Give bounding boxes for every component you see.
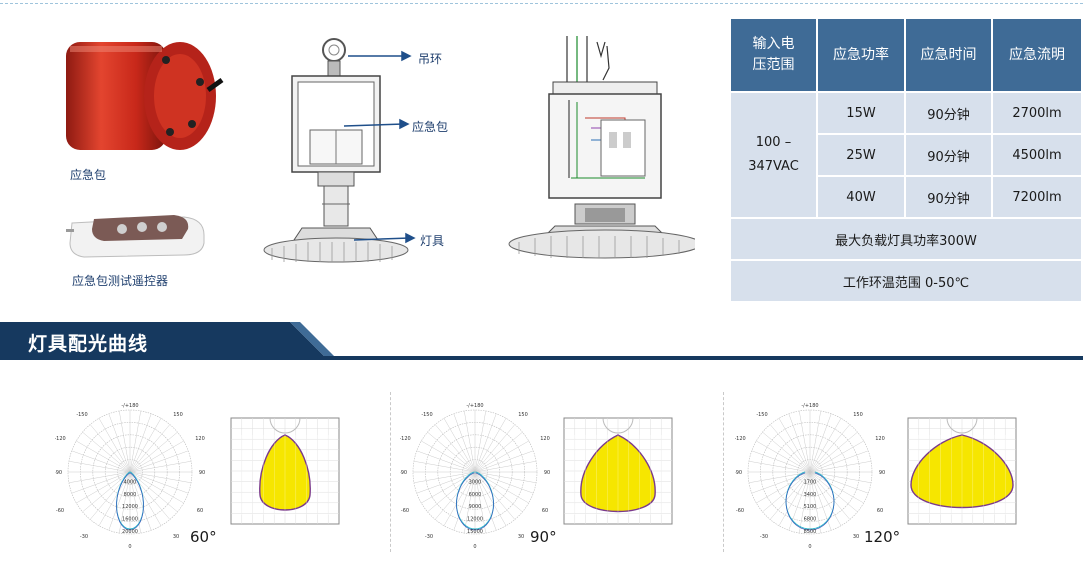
remote-control-caption: 应急包测试遥控器: [72, 274, 169, 288]
polar-radial-label: 9000: [469, 504, 482, 510]
polar-angle-label: 0: [473, 544, 476, 550]
polar-angle-label: -120: [400, 436, 411, 442]
top-dotted-border: [0, 3, 1083, 4]
emergency-pack-caption: 应急包: [70, 168, 107, 182]
section-header-band: [0, 322, 338, 360]
header-emergency-time: 应急时间: [904, 17, 993, 93]
polar-angle-label: -90: [400, 470, 407, 476]
beam-angle-label: 90°: [530, 528, 557, 546]
wiring-diagram-drawing: [508, 36, 695, 259]
polar-top-label: -/+180: [801, 403, 818, 409]
cell-time: 90分钟: [904, 175, 993, 219]
curve-separator: [390, 392, 391, 552]
fixture-assembly-drawing: [263, 38, 409, 263]
curve-separator: [723, 392, 724, 552]
callout-pack-label: 应急包: [412, 120, 449, 134]
polar-radial-label: 1700: [804, 479, 817, 485]
polar-angle-label: -150: [756, 412, 767, 418]
polar-diagram: -/+180 -150 150 -120 120 -90 90 -60 60 -30 30 0 4000…: [55, 403, 205, 550]
cell-max-load: 最大负载灯具功率300W: [729, 217, 1083, 261]
polar-angle-label: -60: [736, 508, 744, 514]
polar-radial-label: 8500: [804, 529, 817, 535]
cell-time: 90分钟: [904, 133, 993, 177]
polar-angle-label: 60: [542, 508, 548, 514]
polar-angle-label: 30: [518, 534, 524, 540]
spec-table: 输入电压范围 应急功率 应急时间 应急流明 100 –347VAC 15W 90…: [729, 17, 1083, 303]
polar-radial-label: 15000: [467, 529, 483, 535]
cell-power: 40W: [816, 175, 906, 219]
illuminance-map: [907, 417, 1017, 525]
polar-radial-label: 12000: [122, 504, 138, 510]
polar-radial-label: 16000: [122, 517, 138, 523]
cell-lumen: 4500lm: [991, 133, 1083, 177]
intensity-curve: [116, 471, 144, 530]
cell-power: 25W: [816, 133, 906, 177]
emergency-pack-image: [66, 42, 224, 150]
polar-angle-label: -120: [55, 436, 66, 442]
polar-angle-label: 90: [879, 470, 885, 476]
polar-angle-label: 150: [518, 412, 528, 418]
polar-angle-label: 90: [544, 470, 550, 476]
polar-radial-label: 3400: [804, 492, 817, 498]
section-underline: [0, 356, 1083, 360]
polar-angle-label: 90: [199, 470, 205, 476]
beam-angle-label: 60°: [190, 528, 217, 546]
polar-angle-label: 120: [540, 436, 550, 442]
polar-top-label: -/+180: [466, 403, 483, 409]
polar-angle-label: 30: [173, 534, 179, 540]
polar-angle-label: -150: [76, 412, 87, 418]
intensity-curve: [785, 471, 835, 530]
polar-radial-label: 8000: [124, 492, 137, 498]
polar-angle-label: -90: [735, 470, 742, 476]
polar-angle-label: 30: [853, 534, 859, 540]
cell-temperature-range: 工作环温范围 0-50℃: [729, 259, 1083, 303]
polar-angle-label: 120: [195, 436, 205, 442]
cell-lumen: 2700lm: [991, 91, 1083, 135]
cell-voltage-range: 100 –347VAC: [729, 91, 818, 219]
polar-angle-label: -120: [735, 436, 746, 442]
section-title: 灯具配光曲线: [28, 333, 149, 355]
intensity-curve: [455, 471, 495, 530]
header-emergency-lumen: 应急流明: [991, 17, 1083, 93]
polar-angle-label: 120: [875, 436, 885, 442]
polar-angle-label: -60: [56, 508, 64, 514]
polar-angle-label: 60: [197, 508, 203, 514]
remote-control-image: [66, 215, 205, 258]
polar-angle-label: -30: [425, 534, 433, 540]
polar-angle-label: 150: [173, 412, 183, 418]
cell-time: 90分钟: [904, 91, 993, 135]
polar-top-label: -/+180: [121, 403, 138, 409]
polar-angle-label: -90: [55, 470, 62, 476]
beam-angle-label: 120°: [864, 528, 901, 546]
polar-angle-label: 150: [853, 412, 863, 418]
illuminance-map: [563, 417, 673, 525]
polar-angle-label: -30: [760, 534, 768, 540]
cell-power: 15W: [816, 91, 906, 135]
polar-angle-label: -60: [401, 508, 409, 514]
polar-radial-label: 12000: [467, 517, 483, 523]
polar-angle-label: 60: [877, 508, 883, 514]
polar-radial-label: 6800: [804, 517, 817, 523]
polar-radial-label: 20000: [122, 529, 138, 535]
callout-arrows: [343, 50, 416, 244]
header-emergency-power: 应急功率: [816, 17, 906, 93]
polar-angle-label: 0: [808, 544, 811, 550]
polar-diagram: -/+180 -150 150 -120 120 -90 90 -60 60 -30 30 0 1700…: [735, 403, 885, 550]
cell-lumen: 7200lm: [991, 175, 1083, 219]
polar-diagram: -/+180 -150 150 -120 120 -90 90 -60 60 -30 30 0 3000…: [400, 403, 550, 550]
polar-radial-label: 3000: [469, 479, 482, 485]
polar-radial-label: 5100: [804, 504, 817, 510]
polar-angle-label: 0: [128, 544, 131, 550]
header-input-voltage: 输入电压范围: [729, 17, 818, 93]
polar-angle-label: -150: [421, 412, 432, 418]
illuminance-map: [230, 417, 340, 525]
polar-angle-label: -30: [80, 534, 88, 540]
callout-lamp-label: 灯具: [420, 234, 445, 248]
callout-ring-label: 吊环: [418, 52, 443, 66]
polar-radial-label: 4000: [124, 479, 137, 485]
polar-radial-label: 6000: [469, 492, 482, 498]
